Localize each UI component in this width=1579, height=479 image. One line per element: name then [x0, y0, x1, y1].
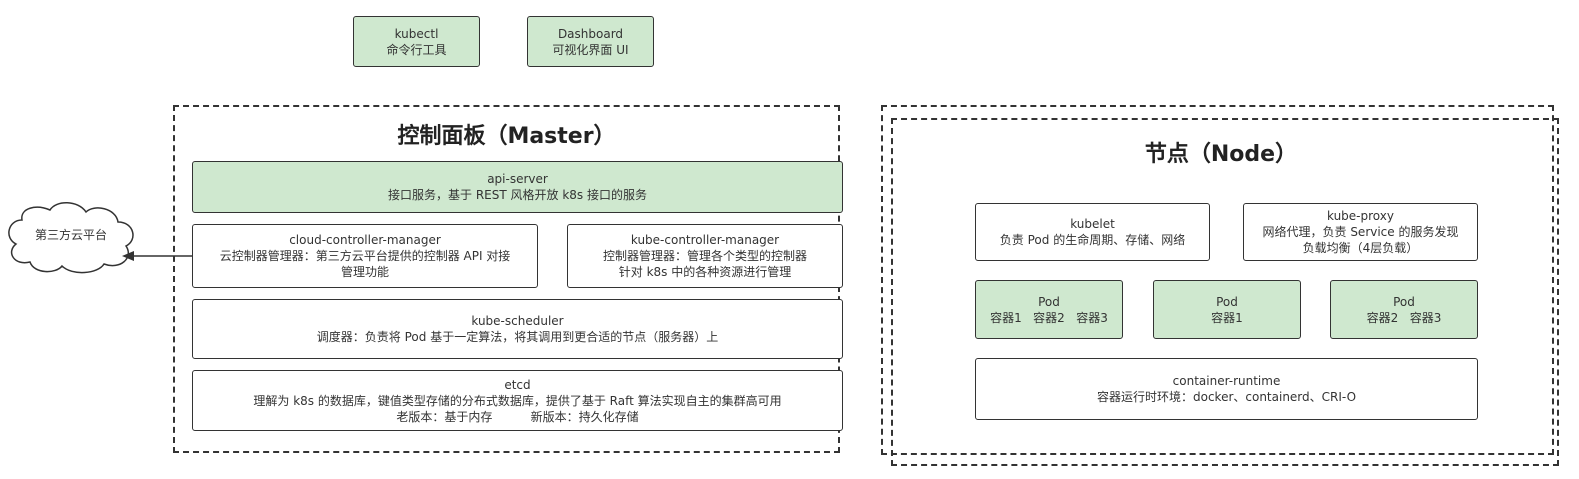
dashboard-name: Dashboard: [557, 26, 624, 41]
kubectl-desc: 命令行工具: [386, 42, 447, 57]
etcd-desc-1: 理解为 k8s 的数据库，键值类型存储的分布式数据库，提供了基于 Raft 算法…: [253, 393, 782, 408]
ccm-desc-1: 云控制器管理器：第三方云平台提供的控制器 API 对接: [219, 249, 511, 263]
pod-name: Pod: [1216, 294, 1238, 309]
kube-proxy-desc-2: 负载均衡（4层负载）: [1302, 241, 1419, 255]
arrow-head: [122, 251, 134, 261]
master-title: 控制面板（Master）: [397, 124, 616, 149]
pod-containers: 容器1 容器2 容器3: [990, 310, 1108, 325]
api-server-box: api-server 接口服务，基于 REST 风格开放 k8s 接口的服务: [192, 161, 843, 213]
kcm-desc-1: 控制器管理器：管理各个类型的控制器: [602, 249, 807, 263]
etcd-desc-2: 老版本：基于内存 新版本：持久化存储: [396, 409, 639, 424]
kubelet-box: kubelet 负责 Pod 的生命周期、存储、网络: [975, 203, 1210, 261]
kubelet-name: kubelet: [1070, 217, 1115, 231]
ccm-name: cloud-controller-manager: [289, 233, 441, 247]
ccm-desc-2: 管理功能: [340, 265, 389, 279]
kube-proxy-desc-1: 网络代理，负责 Service 的服务发现: [1262, 225, 1459, 239]
runtime-name: container-runtime: [1172, 374, 1281, 388]
kcm-name: kube-controller-manager: [630, 233, 780, 247]
container-runtime-box: container-runtime 容器运行时环境：docker、contain…: [975, 358, 1478, 420]
kube-proxy-name: kube-proxy: [1327, 209, 1394, 223]
api-server-desc: 接口服务，基于 REST 风格开放 k8s 接口的服务: [388, 188, 647, 202]
cloud-label: 第三方云平台: [34, 228, 107, 242]
kcm-desc-2: 针对 k8s 中的各种资源进行管理: [618, 265, 792, 279]
runtime-desc: 容器运行时环境：docker、containerd、CRI-O: [1096, 390, 1357, 404]
kubectl-name: kubectl: [394, 26, 439, 41]
kube-scheduler-box: kube-scheduler 调度器：负责将 Pod 基于一定算法，将其调用到更…: [192, 299, 843, 359]
pod-box: Pod 容器2 容器3: [1330, 280, 1478, 339]
node-frame-inner: [891, 118, 1559, 466]
cloud-shape: [8, 202, 134, 274]
cloud-controller-manager-box: cloud-controller-manager 云控制器管理器：第三方云平台提…: [192, 224, 538, 288]
api-server-name: api-server: [487, 172, 548, 186]
scheduler-name: kube-scheduler: [471, 314, 564, 328]
kube-controller-manager-box: kube-controller-manager 控制器管理器：管理各个类型的控制…: [567, 224, 843, 288]
kubelet-desc: 负责 Pod 的生命周期、存储、网络: [999, 233, 1186, 247]
pod-name: Pod: [1393, 294, 1415, 309]
kubectl-box: kubectl 命令行工具: [353, 16, 480, 67]
pod-containers: 容器1: [1211, 310, 1243, 325]
kube-proxy-box: kube-proxy 网络代理，负责 Service 的服务发现 负载均衡（4层…: [1243, 203, 1478, 261]
scheduler-desc: 调度器：负责将 Pod 基于一定算法，将其调用到更合适的节点（服务器）上: [316, 330, 719, 344]
etcd-name: etcd: [504, 377, 531, 392]
node-frame-outer: [881, 105, 1554, 455]
pod-box: Pod 容器1 容器2 容器3: [975, 280, 1123, 339]
pod-containers: 容器2 容器3: [1366, 310, 1442, 325]
dashboard-box: Dashboard 可视化界面 UI: [527, 16, 654, 67]
etcd-box: etcd 理解为 k8s 的数据库，键值类型存储的分布式数据库，提供了基于 Ra…: [192, 370, 843, 431]
pod-name: Pod: [1038, 294, 1060, 309]
pod-box: Pod 容器1: [1153, 280, 1301, 339]
node-title: 节点（Node）: [1144, 142, 1298, 167]
dashboard-desc: 可视化界面 UI: [552, 42, 629, 57]
